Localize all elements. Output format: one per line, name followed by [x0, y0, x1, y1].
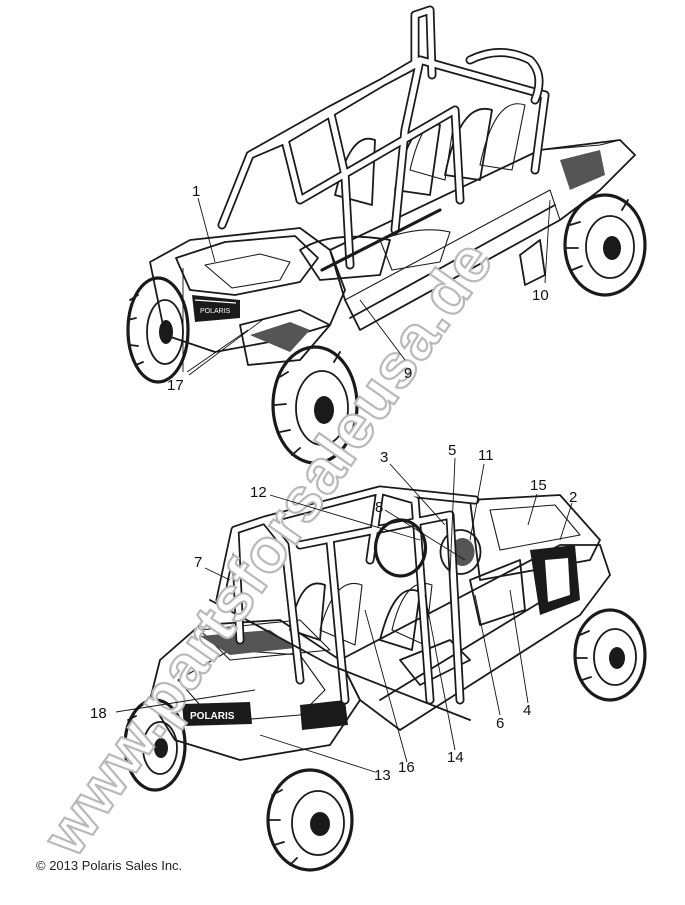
- copyright-notice: © 2013 Polaris Sales Inc.: [36, 858, 183, 873]
- callout-11: 11: [478, 447, 494, 464]
- hood-badge: POLARIS: [200, 308, 231, 315]
- leader-2: [559, 502, 573, 541]
- leader-8: [384, 509, 466, 561]
- leader-18: [115, 689, 256, 713]
- grille-badge: POLARIS: [190, 711, 235, 722]
- wheel-bottom-front-right: [266, 768, 354, 872]
- leader-11: [469, 463, 485, 541]
- callout-18: 18: [90, 705, 107, 722]
- leader-4: [509, 589, 529, 704]
- leader-15: [527, 493, 538, 526]
- leader-13: [259, 734, 376, 773]
- seats-bottom: [289, 582, 471, 686]
- callout-6: 6: [496, 715, 504, 732]
- leader-5: [449, 457, 456, 576]
- callout-13: 13: [374, 767, 391, 784]
- callout-15: 15: [530, 477, 547, 494]
- leader-7: [204, 567, 231, 581]
- callout-16: 16: [398, 759, 415, 776]
- leader-10: [544, 199, 551, 284]
- roll-cage-bottom: [209, 485, 480, 721]
- callout-1: 1: [192, 183, 200, 200]
- leader-lines: [115, 197, 573, 773]
- vehicle-top-view: POLARIS: [126, 5, 647, 465]
- callout-7: 7: [194, 554, 202, 571]
- callout-8: 8: [375, 499, 383, 516]
- leader-17: [182, 268, 266, 376]
- roll-cage-top: [217, 5, 550, 272]
- leader-12: [269, 494, 421, 541]
- vehicle-bottom-view: POLARIS: [123, 485, 647, 872]
- leader-9: [359, 299, 406, 361]
- callout-12: 12: [250, 484, 267, 501]
- callout-10: 10: [532, 287, 549, 304]
- callout-3: 3: [380, 449, 388, 466]
- wheel-top-front-right: [271, 345, 359, 465]
- leader-16: [364, 609, 408, 763]
- leader-6: [474, 594, 501, 716]
- leader-1: [197, 197, 216, 263]
- wheel-bottom-rear-right: [573, 608, 647, 702]
- wheel-top-rear-right: [563, 193, 647, 297]
- callout-17: 17: [167, 377, 184, 394]
- leader-14: [424, 594, 456, 751]
- callout-4: 4: [523, 702, 531, 719]
- wheel-bottom-front-left: [123, 698, 187, 792]
- callout-2: 2: [569, 489, 577, 506]
- watermark: www.partsforsaleusa.de: [29, 228, 506, 869]
- callout-numbers: 1 17 9 10 3 5 11 15 2 12 8 7 18 13 16 14…: [90, 183, 577, 784]
- wheel-top-front-left: [126, 276, 190, 384]
- body-top: POLARIS: [149, 139, 636, 366]
- callout-14: 14: [447, 749, 464, 766]
- callout-5: 5: [448, 442, 456, 459]
- leader-3: [389, 463, 446, 526]
- callout-9: 9: [404, 365, 412, 382]
